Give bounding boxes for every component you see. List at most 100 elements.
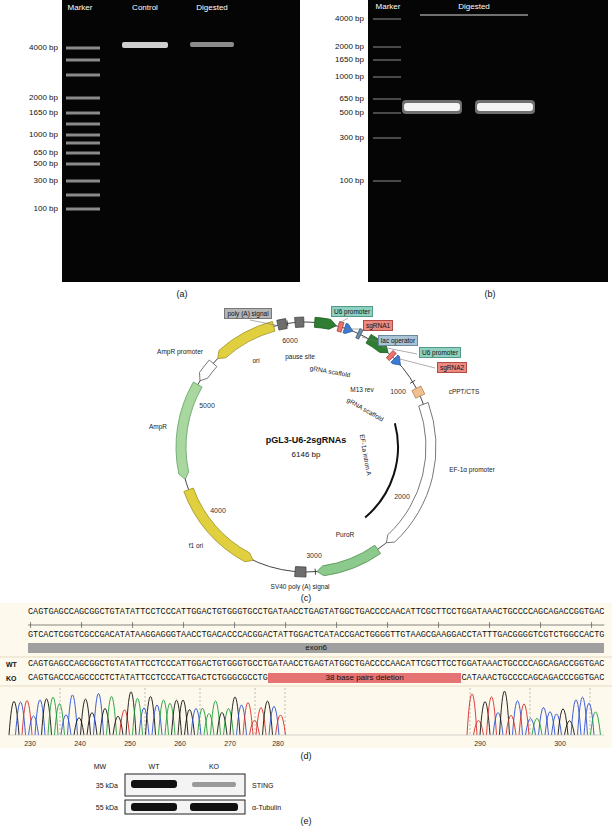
plasmid-feature: [184, 488, 253, 562]
panel-letter: (b): [485, 289, 496, 299]
size-label: 1000 bp: [335, 73, 364, 81]
size-label: 4000 bp: [29, 43, 58, 52]
complement-sequence: GTCACTCGGTCGCCGACATATAAGGAGGGTAACCTGACAC…: [28, 630, 604, 640]
gel-b: [368, 0, 608, 282]
size-label: 500 bp: [34, 160, 58, 168]
leader-line: [338, 318, 348, 324]
alignment-guide: [590, 688, 591, 735]
node-text: 38 base pairs deletion: [325, 673, 403, 682]
trace-baseline: [8, 735, 604, 736]
ladder-band: [66, 180, 100, 183]
column-label: MW: [94, 763, 106, 770]
trace-peak: [22, 701, 32, 735]
size-label: 650 bp: [34, 148, 58, 157]
position-number: 280: [272, 740, 284, 747]
panel-letter: (e): [301, 817, 312, 826]
leader-line: [362, 337, 379, 342]
weight-label: 55 kDa: [96, 804, 118, 811]
trace-peak: [250, 720, 260, 735]
trace-peak: [558, 709, 568, 735]
coordinate-label: 6000: [282, 337, 298, 344]
feature-label: EF-1α promoter: [449, 467, 495, 474]
trace-peak: [68, 695, 78, 735]
trace-peak: [165, 703, 175, 735]
feature-label: EF-1a intron A: [358, 434, 372, 476]
size-label: 650 bp: [34, 149, 58, 157]
trace-peak: [81, 699, 91, 735]
coordinate-label: 5000: [199, 402, 215, 409]
node-text: sgRNA1: [366, 322, 390, 329]
position-number: 250: [124, 740, 136, 747]
feature-label: M13 rev: [350, 386, 373, 393]
ladder-band: [66, 112, 100, 115]
feature-label: gRNA scaffold: [309, 365, 351, 379]
feature-tag: U6 promoter: [331, 306, 373, 317]
ladder-band: [373, 180, 401, 182]
ruler-tick: [387, 622, 388, 628]
trace-peak: [172, 700, 182, 735]
feature-label: pause site: [285, 353, 315, 360]
panel-letter: (a): [177, 290, 188, 299]
weight-label: 55 kDa: [96, 804, 118, 811]
feature-label: AmpR promoter: [157, 349, 203, 356]
dna-band-glow: [475, 100, 535, 114]
dna-band: [404, 103, 460, 111]
size-label: 1650 bp: [335, 55, 364, 64]
position-number: 300: [554, 740, 566, 747]
panel-letter: (c): [301, 593, 312, 603]
panel-letter: (b): [485, 290, 496, 299]
size-label: 1000 bp: [29, 131, 58, 139]
position-number: 230: [24, 740, 36, 747]
lane-label: Marker: [68, 4, 93, 12]
plasmid-feature: [314, 317, 336, 329]
tubulin-band: [131, 803, 177, 811]
size-label: 4000 bp: [335, 15, 364, 23]
coordinate-label: 1000: [390, 388, 406, 395]
position-number: 290: [474, 740, 486, 747]
size-label: 4000 bp: [335, 14, 364, 23]
coordinate-label: 4000: [210, 507, 226, 514]
feature-tag: lac operator: [378, 335, 418, 346]
lane-label: Control: [132, 4, 158, 12]
trace-peak: [42, 699, 52, 735]
tick-mark: [315, 569, 316, 575]
ruler-tick: [132, 622, 133, 628]
sequence-ruler: [28, 625, 604, 626]
position-number: 240: [74, 740, 86, 747]
alignment-guide: [255, 688, 256, 735]
panel-letter: (d): [301, 751, 312, 761]
coordinate-label: 5000: [199, 402, 215, 409]
ladder-band: [66, 74, 100, 77]
deletion-bar: 38 base pairs deletion: [268, 673, 462, 683]
coordinate-label: 1000: [390, 388, 406, 395]
reference-sequence: CAGTGAGCCAGCGGCTGTATATTCCTCCCATTGGACTGTG…: [28, 607, 604, 617]
protein-label: STING: [252, 782, 273, 789]
node-text: U6 promoter: [422, 349, 458, 356]
position-number: 280: [272, 740, 284, 747]
trace-peak: [474, 721, 484, 735]
sequence-panel-ground: [0, 603, 612, 748]
size-label: 300 bp: [340, 133, 364, 142]
protein-label: STING: [252, 782, 273, 789]
lane-label: Digested: [458, 3, 490, 11]
coordinate-label: 4000: [210, 507, 226, 514]
alignment-guide: [470, 688, 471, 735]
plasmid-feature: [412, 386, 425, 398]
size-label: 100 bp: [34, 205, 58, 213]
trace-peak: [74, 718, 84, 735]
feature-label: PuroR: [336, 531, 354, 538]
plasmid-feature: [317, 545, 381, 575]
dna-band: [190, 42, 234, 47]
trace-peak: [591, 712, 601, 735]
lane-label: Digested: [196, 3, 228, 12]
row-label: KO: [6, 675, 17, 682]
trace-peak: [9, 701, 19, 735]
trace-peak: [185, 710, 195, 735]
feature-label: AmpR: [149, 423, 167, 430]
plasmid-feature: [391, 355, 400, 365]
lane-label: Marker: [376, 3, 401, 11]
feature-label: SV40 poly (A) signal: [271, 584, 330, 591]
size-label: 100 bp: [340, 176, 364, 185]
position-number: 260: [174, 740, 186, 747]
ladder-band: [66, 97, 100, 100]
